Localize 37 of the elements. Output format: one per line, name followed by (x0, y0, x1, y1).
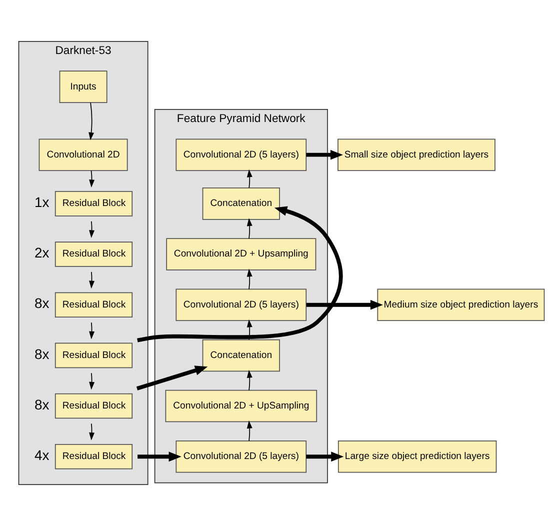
arrow (89, 422, 95, 440)
arrow (89, 170, 95, 188)
node-box: Convolutional 2D (5 layers) (176, 138, 307, 170)
arrow (246, 318, 252, 340)
arrow (246, 420, 252, 441)
arrow (88, 102, 94, 140)
arrow (89, 322, 95, 339)
node-box: Concatenation (202, 338, 280, 372)
arrow (89, 271, 95, 288)
node-box: Convolutional 2D (38, 138, 128, 170)
arrow (138, 451, 182, 462)
arrow (306, 451, 344, 462)
node-box: Concatenation (202, 187, 280, 220)
arrow (89, 372, 95, 390)
node-box: Convolutional 2D + Upsampling (166, 238, 316, 270)
node-box: Convolutional 2D (5 layers) (176, 288, 307, 320)
node-box: Inputs (59, 70, 108, 102)
node-label: 8x (34, 345, 50, 362)
node-box: Medium size object prediction layers (377, 288, 545, 320)
arrow (246, 369, 252, 390)
node-label: 4x (34, 446, 50, 462)
node-box: Small size object prediction layers (338, 138, 496, 170)
arrow (306, 299, 383, 310)
arrow (306, 149, 343, 160)
arrow (136, 365, 208, 390)
node-label: 8x (34, 396, 50, 412)
arrow (89, 220, 95, 238)
node-box: Large size object prediction layers (338, 440, 497, 472)
arrow (246, 168, 252, 188)
node-box: Convolutional 2D + UpSampling (165, 389, 318, 422)
node-label: 2x (34, 244, 50, 260)
node-box: Convolutional 2D (5 layers) (176, 440, 307, 472)
node-label: 1x (34, 194, 50, 210)
node-label: 8x (34, 294, 50, 311)
arrow (246, 218, 252, 239)
arrow (246, 268, 252, 290)
arrow (137, 206, 343, 342)
